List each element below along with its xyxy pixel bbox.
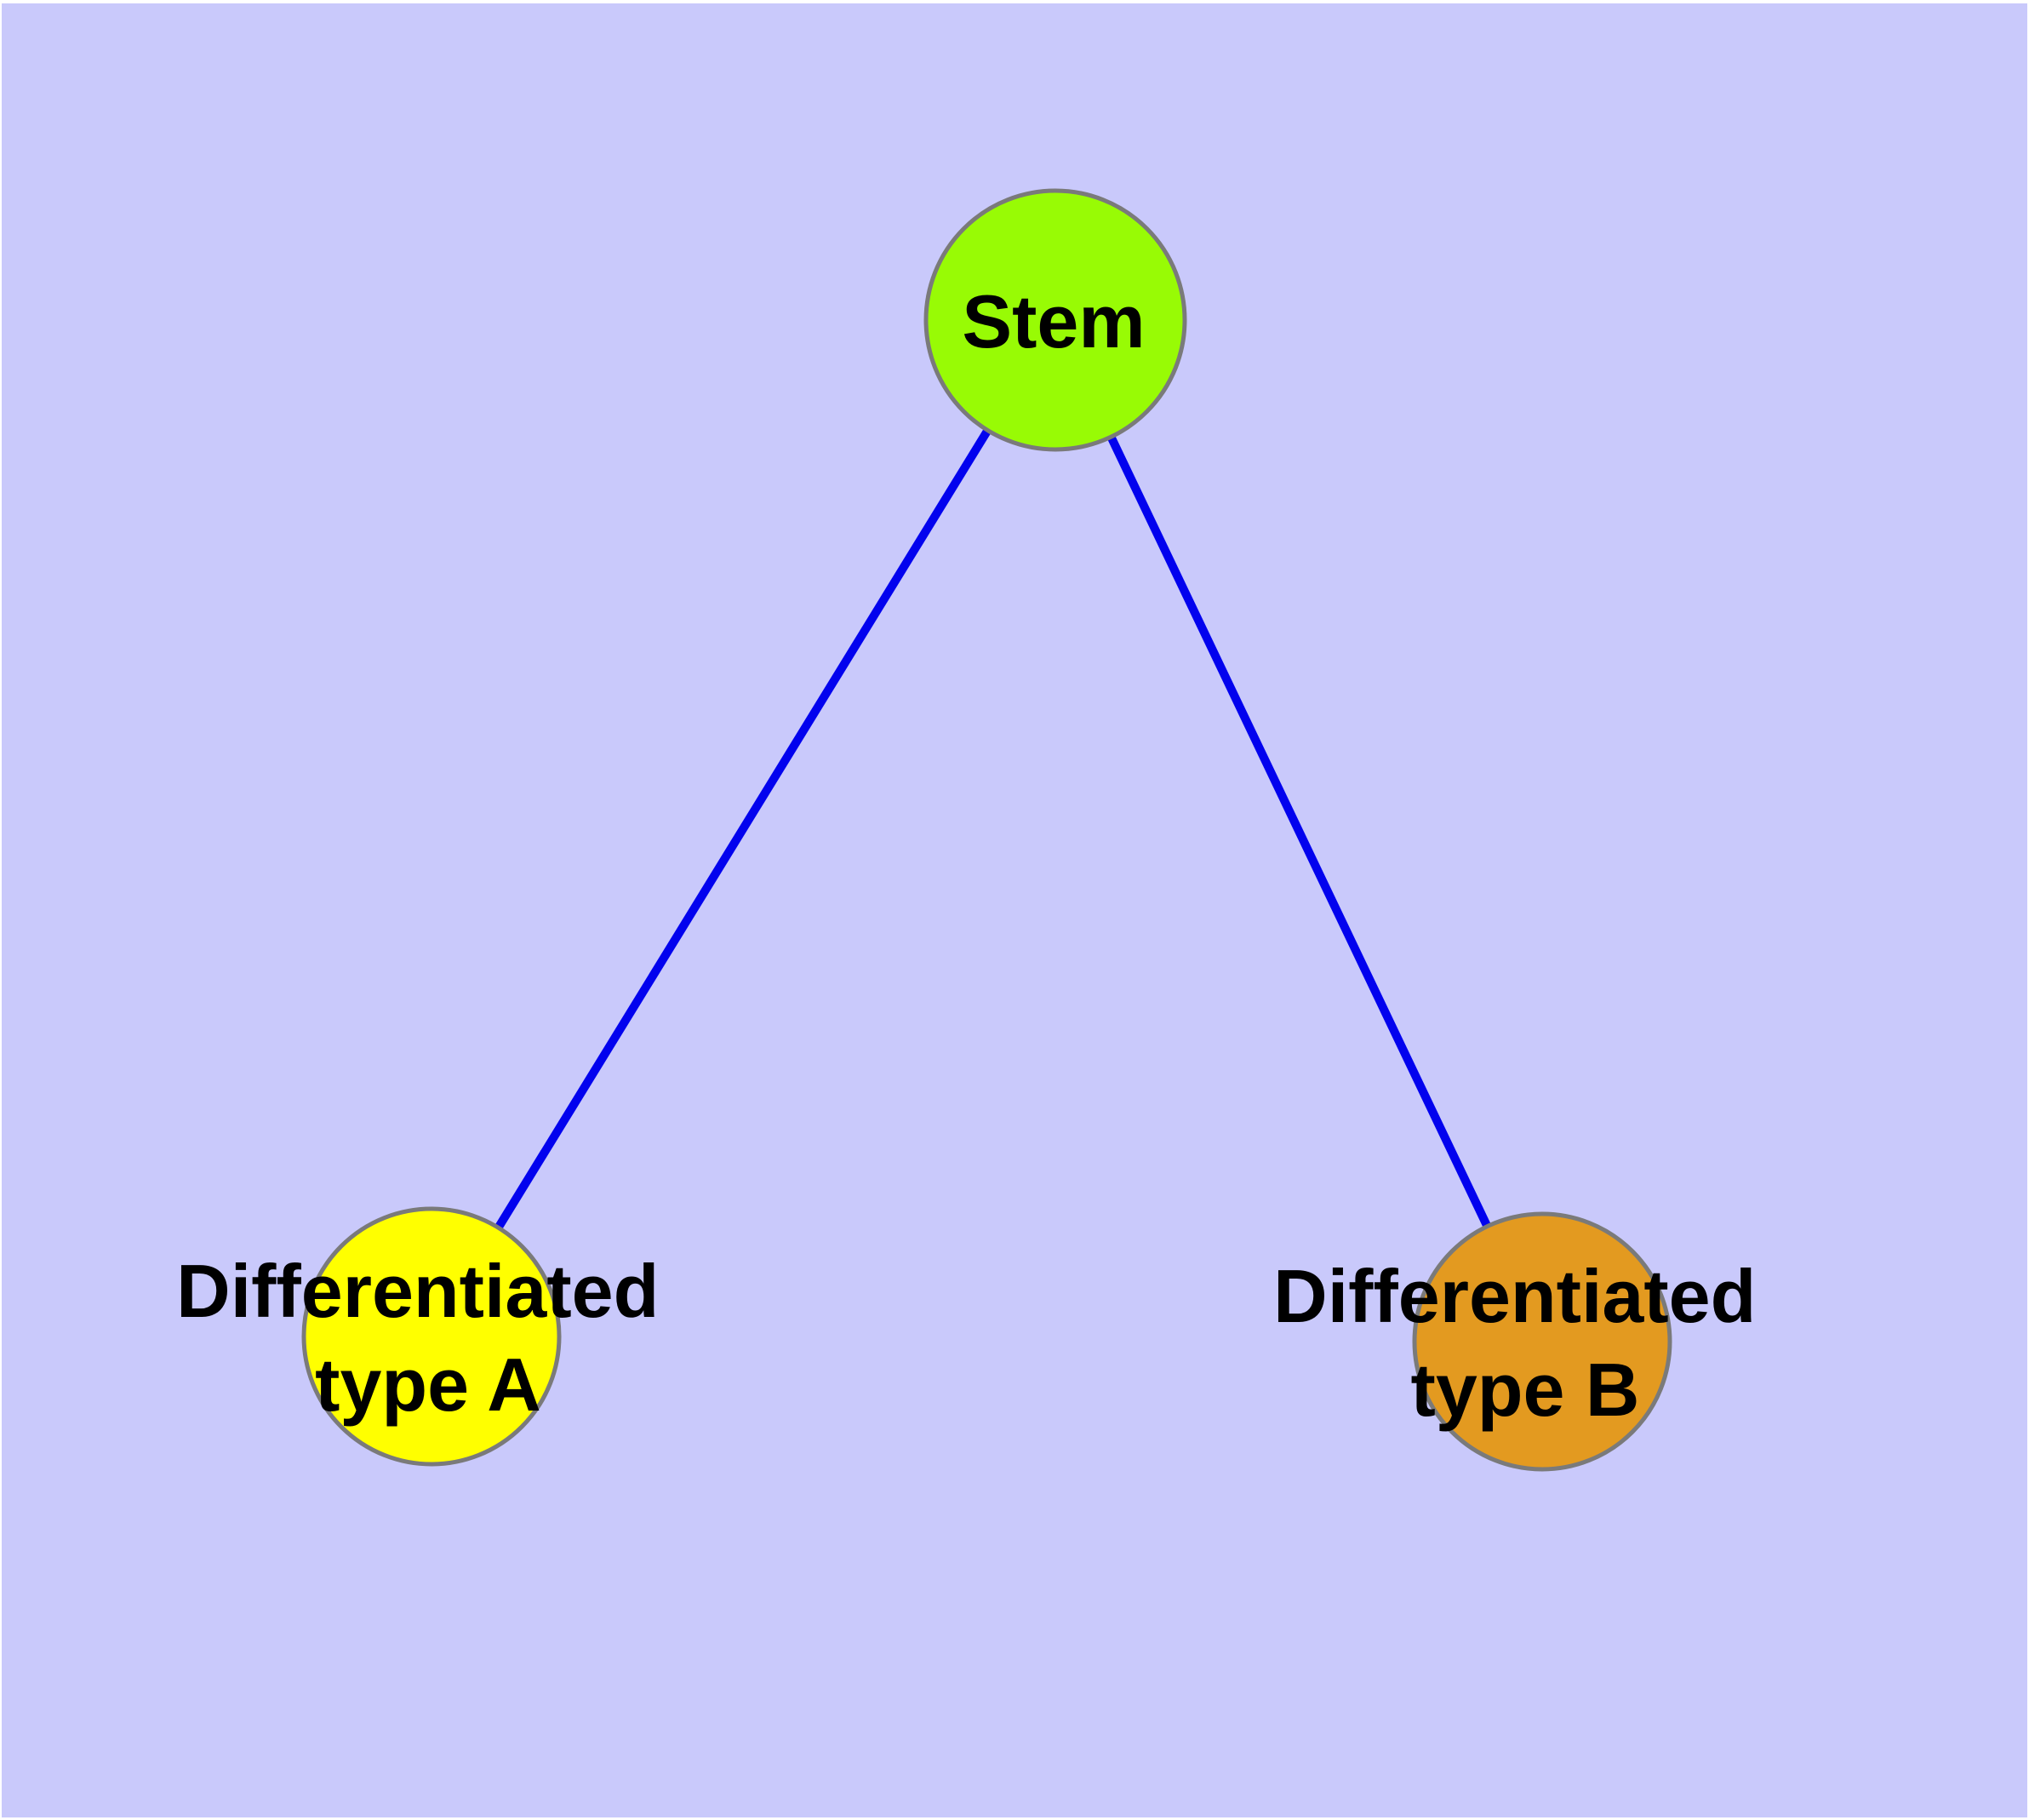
type-b-node-circle (1412, 1211, 1672, 1472)
edge-stem-to-type-b (1051, 318, 1546, 1344)
type-b-label-line-2: type B (1411, 1348, 1640, 1432)
stem-node-label-line: Stem (962, 279, 1145, 363)
graph-svg: Stem Differentiated type A Differentiate… (176, 188, 1777, 1472)
type-a-label-line-2: type A (315, 1342, 541, 1427)
type-a-node-label: Differentiated type A (176, 1249, 680, 1427)
node-stem: Stem (923, 188, 1187, 452)
type-b-label-line-1: Differentiated (1273, 1254, 1756, 1338)
edge-stem-to-type-a (427, 318, 1060, 1339)
node-differentiated-type-a: Differentiated type A (176, 1206, 680, 1467)
node-differentiated-type-b: Differentiated type B (1273, 1211, 1777, 1472)
type-a-node-circle (301, 1206, 562, 1467)
type-a-label-line-1: Differentiated (176, 1249, 659, 1333)
stem-node-circle (923, 188, 1187, 452)
stem-node-label: Stem (962, 279, 1145, 363)
diagram-canvas: Stem Differentiated type A Differentiate… (2, 3, 2027, 1817)
type-b-node-label: Differentiated type B (1273, 1254, 1777, 1432)
